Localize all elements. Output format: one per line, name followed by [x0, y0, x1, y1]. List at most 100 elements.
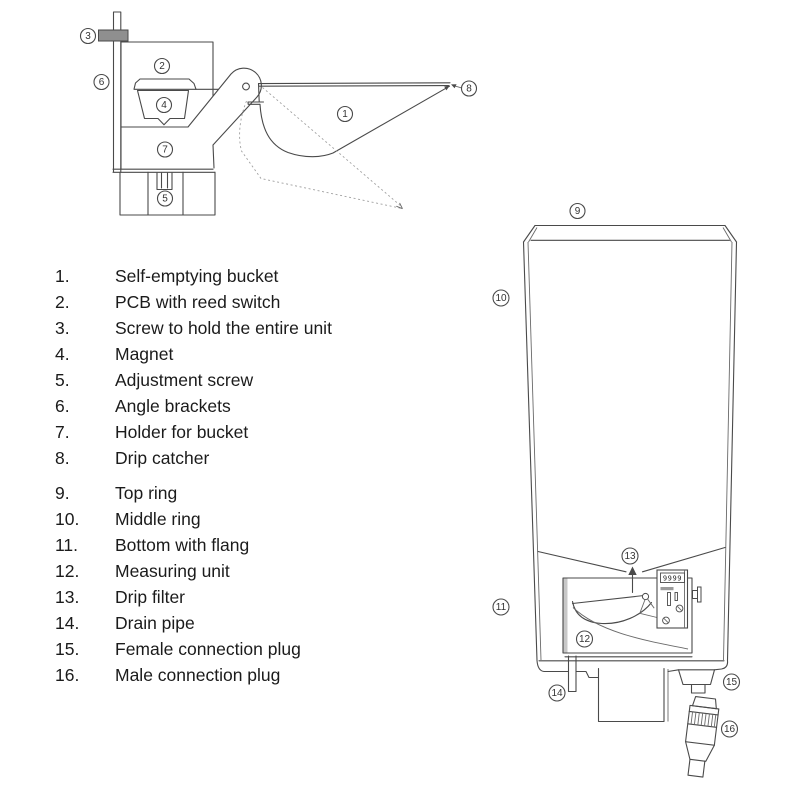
callout-2: 2: [153, 57, 171, 75]
callout-6: 6: [93, 73, 110, 91]
housing-box: [112, 41, 216, 173]
parts-list-item: 5. Adjustment screw: [55, 367, 425, 393]
svg-text:6: 6: [99, 77, 105, 88]
part-label: Angle brackets: [115, 396, 231, 416]
parts-list-item: 6. Angle brackets: [55, 393, 425, 419]
callout-5: 5: [156, 190, 174, 207]
top-ring: [522, 224, 738, 243]
parts-list-item: 11. Bottom with flang: [55, 532, 425, 558]
svg-text:7: 7: [162, 145, 168, 156]
parts-list-item: 7. Holder for bucket: [55, 419, 425, 445]
part-label: Bottom with flang: [115, 535, 250, 555]
callout-7: 7: [156, 141, 174, 158]
part-label: Middle ring: [115, 509, 201, 529]
counter-panel: 9999: [656, 569, 689, 629]
parts-list-item: 2. PCB with reed switch: [55, 289, 425, 315]
parts-list-item: 8. Drip catcher: [55, 445, 425, 471]
part-label: Measuring unit: [115, 561, 230, 581]
counter-display: 9999: [663, 575, 682, 583]
pivot-arm: [187, 67, 262, 169]
part-label: Self-emptying bucket: [115, 266, 279, 286]
base-block: [119, 171, 216, 216]
part-label: PCB with reed switch: [115, 292, 281, 312]
part-label: Adjustment screw: [115, 370, 254, 390]
parts-list: 1. Self-emptying bucket 2. PCB with reed…: [55, 263, 425, 688]
callout-15: 15: [722, 673, 741, 691]
part-number: 7.: [55, 422, 70, 442]
parts-list-item: 15. Female connection plug: [55, 636, 425, 662]
part-label: Drip catcher: [115, 448, 210, 468]
part-label: Drip filter: [115, 587, 186, 607]
part-number: 16.: [55, 665, 80, 685]
diagram-gauge-body: 9999: [492, 202, 741, 778]
bottom-flange: [536, 659, 729, 723]
part-label: Female connection plug: [115, 639, 301, 659]
svg-text:16: 16: [724, 724, 736, 735]
parts-group-gauge-body: 9. Top ring 10. Middle ring 11. Bottom w…: [55, 480, 425, 688]
svg-text:15: 15: [726, 677, 738, 688]
part-label: Drain pipe: [115, 613, 195, 633]
tipped-position-outline: [239, 87, 403, 210]
callout-1: 1: [336, 105, 354, 123]
parts-list-item: 9. Top ring: [55, 480, 425, 506]
parts-list-item: 10. Middle ring: [55, 506, 425, 532]
counter-window: [660, 572, 685, 583]
callout-10: 10: [492, 289, 510, 307]
part-label: Male connection plug: [115, 665, 281, 685]
bucket-tip-arrowhead: [444, 85, 450, 91]
callout-3: 3: [79, 27, 97, 45]
svg-text:14: 14: [551, 688, 563, 699]
part-number: 10.: [55, 509, 80, 529]
svg-text:2: 2: [159, 61, 165, 72]
part-number: 8.: [55, 448, 70, 468]
male-connection-plug: [685, 696, 720, 778]
parts-list-item: 13. Drip filter: [55, 584, 425, 610]
part-label: Screw to hold the entire unit: [115, 318, 332, 338]
parts-list-item: 14. Drain pipe: [55, 610, 425, 636]
part-number: 3.: [55, 318, 70, 338]
part-number: 15.: [55, 639, 80, 659]
part-number: 2.: [55, 292, 70, 312]
callout-14: 14: [548, 684, 566, 702]
holding-screw: [98, 29, 129, 42]
callout-4: 4: [155, 96, 173, 114]
body-walls: [522, 241, 738, 662]
pivot-hole: [242, 82, 250, 91]
svg-text:8: 8: [466, 84, 472, 95]
svg-text:5: 5: [162, 194, 168, 205]
part-number: 13.: [55, 587, 80, 607]
svg-text:12: 12: [579, 634, 591, 645]
svg-text:3: 3: [85, 31, 91, 42]
adjust-knob: [692, 586, 702, 603]
tipping-bucket: [247, 82, 451, 158]
part-label: Holder for bucket: [115, 422, 249, 442]
callout-8-arrow: [451, 84, 463, 89]
funnel: [537, 546, 726, 573]
parts-list-item: 3. Screw to hold the entire unit: [55, 315, 425, 341]
callout-11: 11: [492, 598, 510, 616]
svg-text:11: 11: [496, 602, 507, 613]
drain-pipe: [567, 655, 577, 693]
callout-13: 13: [621, 547, 639, 565]
svg-text:9: 9: [575, 206, 581, 217]
female-connection-plug: [677, 669, 716, 694]
drip-filter-pin: [628, 566, 637, 594]
svg-text:4: 4: [161, 100, 167, 111]
part-number: 12.: [55, 561, 80, 581]
pcb-lid: [133, 78, 220, 90]
part-label: Top ring: [115, 483, 178, 503]
bucket-pivot: [641, 592, 650, 601]
part-number: 6.: [55, 396, 70, 416]
part-label: Magnet: [115, 344, 174, 364]
callout-16: 16: [720, 720, 739, 738]
part-number: 4.: [55, 344, 70, 364]
parts-list-item: 16. Male connection plug: [55, 662, 425, 688]
diagram-tipping-bucket-mechanism: 1 2 3 4 5 6 7 8: [79, 11, 478, 216]
parts-group-mechanism: 1. Self-emptying bucket 2. PCB with reed…: [55, 263, 425, 471]
callout-9: 9: [569, 202, 586, 220]
measuring-unit: 9999: [562, 569, 702, 658]
svg-text:10: 10: [495, 293, 507, 304]
parts-list-item: 12. Measuring unit: [55, 558, 425, 584]
callout-12: 12: [575, 630, 594, 648]
